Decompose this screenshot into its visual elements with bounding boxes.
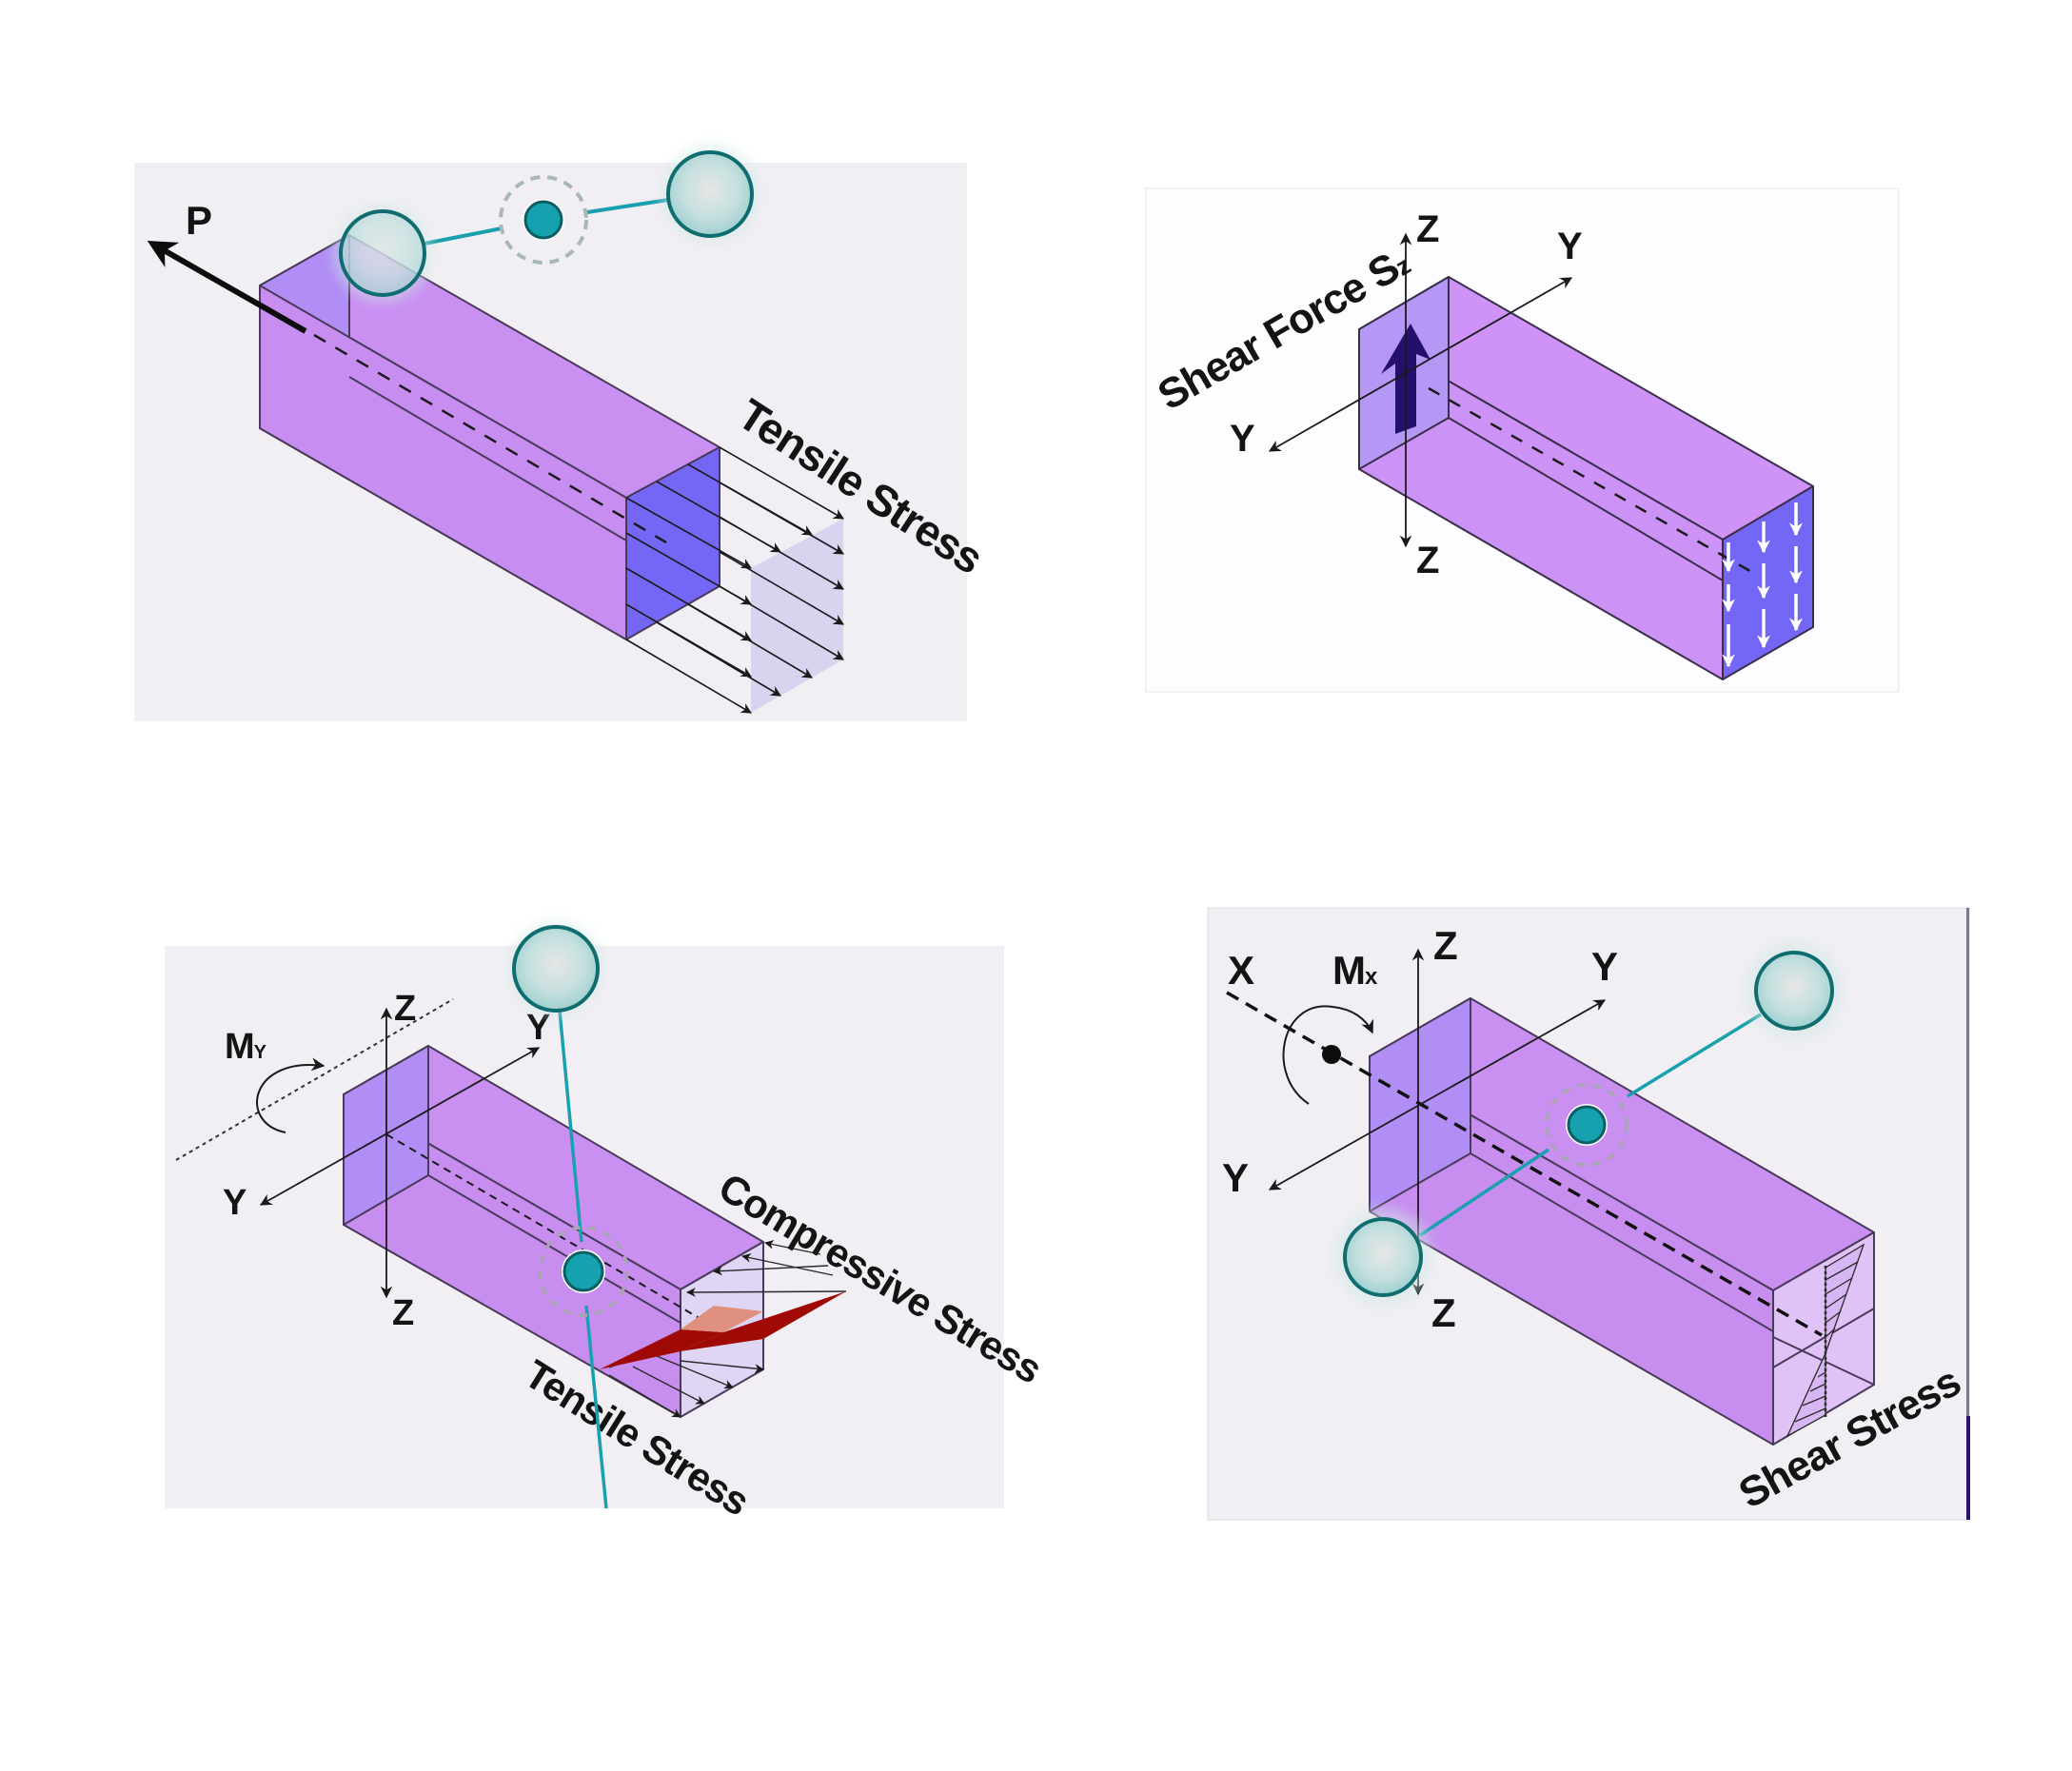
- y-axis: [1268, 277, 1573, 452]
- x-axis-point: [1322, 1045, 1341, 1064]
- panel-torsion: X Mx Z Z Y Y Shear Stress: [1207, 907, 1970, 1521]
- centroid-axis: [385, 1133, 724, 1333]
- moment-label-mx: Mx: [1332, 948, 1378, 993]
- annotation-bubble[interactable]: [508, 921, 603, 1016]
- edge-strip: [1966, 908, 1969, 1416]
- shear-stress-arrows: [1722, 502, 1803, 668]
- beam-edge: [259, 427, 627, 640]
- stress-plane-mid: [681, 1306, 763, 1332]
- connector-line: [584, 1305, 608, 1509]
- axis-label-z-top: Z: [1416, 208, 1439, 250]
- axis-label-y-left: Y: [1230, 418, 1255, 460]
- beam-edge: [259, 285, 627, 499]
- panel-axial: P Tensile Stress: [134, 145, 992, 721]
- annotation-dot[interactable]: [499, 175, 588, 265]
- annotation-bubble[interactable]: [661, 145, 760, 244]
- connector-line: [558, 1010, 583, 1243]
- moment-arrow-my: [256, 1057, 326, 1133]
- stress-plane-tensile: [600, 1329, 723, 1369]
- force-arrow-p: [147, 241, 307, 334]
- stress-plane-compressive: [681, 1291, 846, 1351]
- stress-block: [751, 519, 843, 713]
- axis-label-y-left: Y: [1222, 1155, 1249, 1200]
- connector-line: [1627, 1013, 1762, 1098]
- axis-label-y-right: Y: [1557, 226, 1583, 267]
- annotation-bubble[interactable]: [1745, 941, 1844, 1040]
- annotation-dot[interactable]: [1545, 1083, 1628, 1167]
- moment-label-my: MY: [225, 1027, 267, 1067]
- edge-strip: [1966, 1416, 1970, 1520]
- axis-label-y-right: Y: [1591, 944, 1618, 989]
- connector-line: [586, 198, 669, 214]
- connector-line: [424, 226, 503, 246]
- centroid-axis: [1428, 386, 1756, 576]
- centroid-axis: [313, 333, 667, 544]
- y-axis: [259, 1047, 541, 1206]
- axis-label-z-bottom: Z: [1416, 540, 1439, 581]
- annotation-bubble[interactable]: [333, 204, 432, 303]
- annotation-bubble[interactable]: [1333, 1208, 1432, 1307]
- panel-bending: Z Z Y Y MY Compressive Stress Tensile St…: [165, 921, 1049, 1524]
- axis-label-z-top: Z: [1433, 923, 1458, 968]
- bending-stress-arrows: [608, 1239, 847, 1418]
- stress-arrows: [625, 446, 844, 714]
- axis-label-y-left: Y: [223, 1183, 247, 1223]
- beam: [259, 234, 720, 640]
- beam-edge: [348, 376, 627, 541]
- force-label-p: P: [186, 198, 212, 243]
- axis-label-z-bottom: Z: [392, 1293, 414, 1333]
- panel-shear: Z Z Y Y Shear Force Sz ear Stress: [1145, 187, 1900, 693]
- end-face-divider: [1772, 1308, 1875, 1368]
- annotation-dot[interactable]: [538, 1226, 629, 1317]
- axis-label-z-bottom: Z: [1431, 1290, 1456, 1335]
- axis-label-x: X: [1228, 948, 1254, 993]
- y-axis: [1268, 999, 1607, 1191]
- axis-label-z-top: Z: [394, 989, 416, 1029]
- connector-line: [1419, 1148, 1549, 1237]
- shear-stress-distribution: [1786, 1243, 1865, 1438]
- beam-lower-side: [260, 285, 626, 640]
